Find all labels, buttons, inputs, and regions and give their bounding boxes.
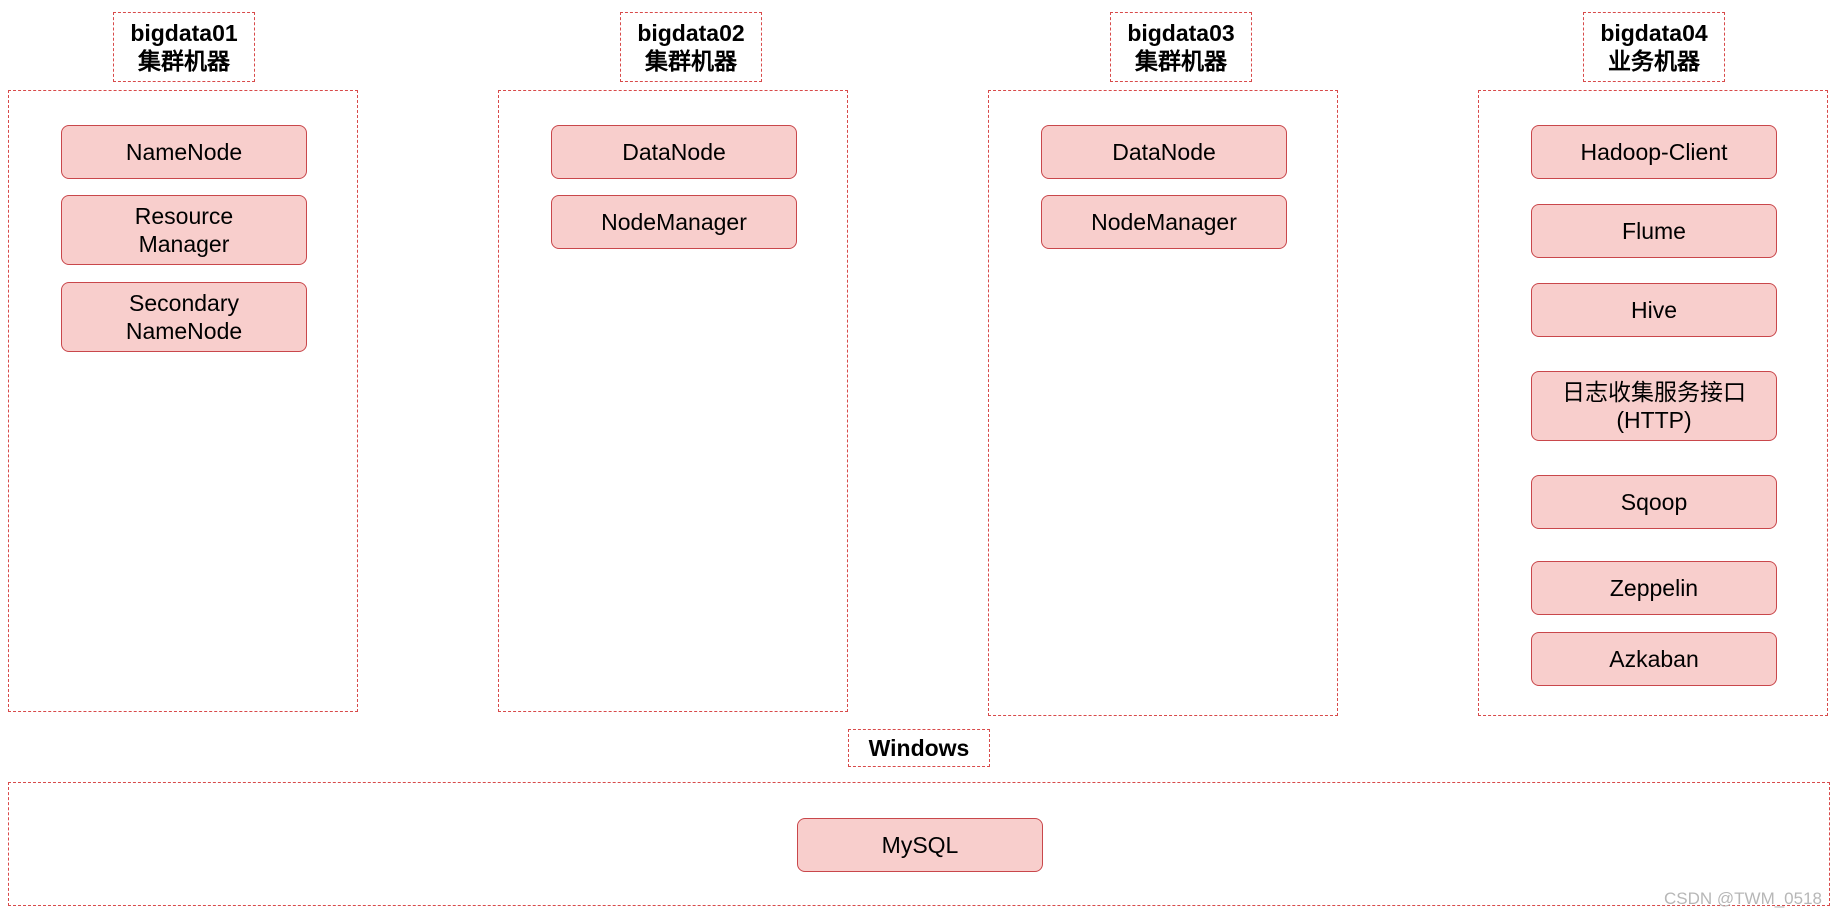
windows-host: Windows [868, 735, 970, 761]
bigdata04-host: bigdata04 [1600, 20, 1708, 46]
azkaban-node: Azkaban [1531, 632, 1777, 686]
windows-container: MySQL [8, 782, 1830, 906]
hadoop-client-node: Hadoop-Client [1531, 125, 1777, 179]
bigdata04-role: 业务机器 [1608, 48, 1700, 74]
datanode-node: DataNode [1041, 125, 1287, 179]
bigdata01-role: 集群机器 [138, 48, 230, 74]
bigdata04-container: Hadoop-Client Flume Hive 日志收集服务接口 (HTTP)… [1478, 90, 1828, 716]
sqoop-node: Sqoop [1531, 475, 1777, 529]
watermark: CSDN @TWM_0518 [1663, 889, 1822, 908]
datanode-node: DataNode [551, 125, 797, 179]
bigdata01-host: bigdata01 [130, 20, 238, 46]
windows-label: Windows [848, 729, 990, 767]
bigdata04-label: bigdata04 业务机器 [1583, 12, 1725, 82]
secondary-namenode-node: Secondary NameNode [61, 282, 307, 352]
nodemanager-node: NodeManager [1041, 195, 1287, 249]
log-collect-http-node: 日志收集服务接口 (HTTP) [1531, 371, 1777, 441]
bigdata02-container: DataNode NodeManager [498, 90, 848, 712]
mysql-node: MySQL [797, 818, 1043, 872]
hive-node: Hive [1531, 283, 1777, 337]
nodemanager-node: NodeManager [551, 195, 797, 249]
bigdata03-role: 集群机器 [1135, 48, 1227, 74]
bigdata02-label: bigdata02 集群机器 [620, 12, 762, 82]
bigdata03-label: bigdata03 集群机器 [1110, 12, 1252, 82]
bigdata03-host: bigdata03 [1127, 20, 1235, 46]
resource-manager-node: Resource Manager [61, 195, 307, 265]
namenode-node: NameNode [61, 125, 307, 179]
bigdata03-container: DataNode NodeManager [988, 90, 1338, 716]
flume-node: Flume [1531, 204, 1777, 258]
bigdata01-container: NameNode Resource Manager Secondary Name… [8, 90, 358, 712]
bigdata02-role: 集群机器 [645, 48, 737, 74]
bigdata01-label: bigdata01 集群机器 [113, 12, 255, 82]
bigdata02-host: bigdata02 [637, 20, 745, 46]
zeppelin-node: Zeppelin [1531, 561, 1777, 615]
